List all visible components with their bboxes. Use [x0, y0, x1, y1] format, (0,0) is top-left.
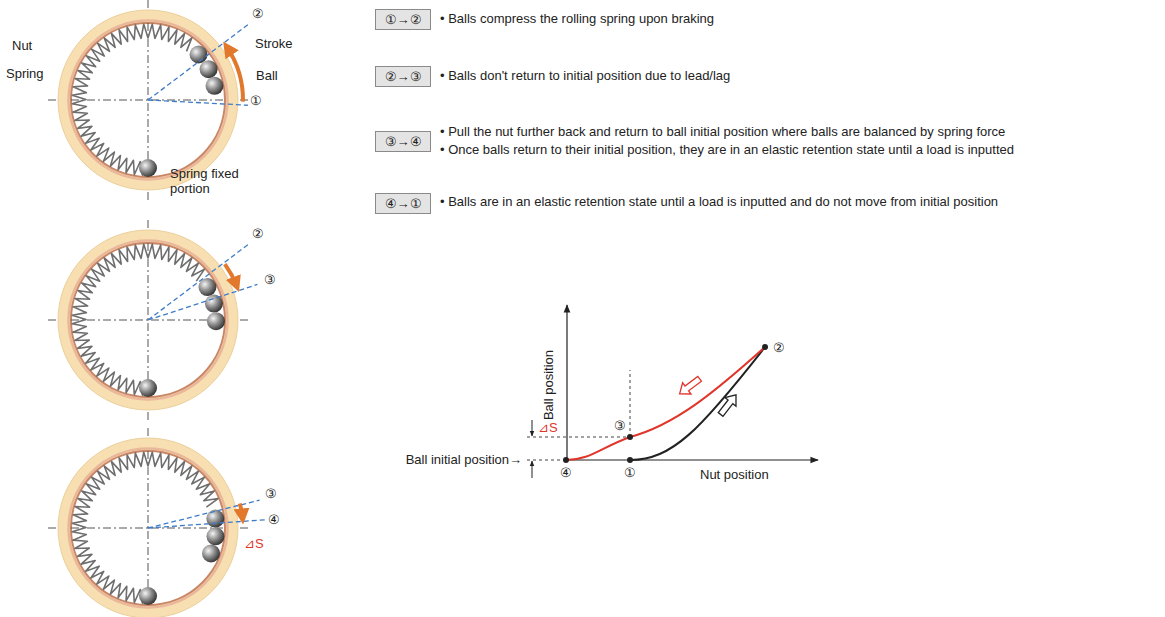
- ball: [200, 60, 218, 78]
- figure-label: ⊿S: [244, 536, 264, 551]
- spring: [72, 24, 192, 176]
- step-label: ③→④: [385, 134, 422, 149]
- figure-label: ②: [252, 6, 264, 21]
- step-label: ④→①: [385, 196, 422, 211]
- point: [627, 434, 633, 440]
- delta-arrow: [532, 420, 533, 436]
- figure-label: ③: [264, 272, 276, 287]
- motion-arrow: [227, 47, 243, 102]
- ball: [205, 295, 223, 313]
- motion-arrow: [225, 264, 237, 286]
- graph: [527, 305, 818, 478]
- figure-label: Spring: [6, 66, 44, 81]
- ball: [190, 45, 208, 63]
- ball: [206, 77, 224, 95]
- guide-line: [527, 437, 630, 438]
- ball: [202, 544, 220, 562]
- direction-arrow: [675, 373, 703, 399]
- graph-label: Ball initial position→: [406, 452, 522, 467]
- figure-label: Spring fixed portion: [170, 166, 260, 196]
- motion-arrow: [240, 503, 243, 518]
- figure-label: Stroke: [255, 36, 293, 51]
- nut-figure: [48, 428, 266, 617]
- figure-label: ③: [265, 486, 277, 501]
- position-ray: [148, 500, 260, 528]
- guide-line: [527, 460, 565, 461]
- ball: [206, 527, 224, 545]
- ball: [207, 312, 225, 330]
- axis: [567, 459, 818, 460]
- position-ray: [148, 520, 266, 528]
- position-ray: [148, 245, 248, 320]
- point: [627, 457, 633, 463]
- delta-arrow: [532, 461, 533, 478]
- guide-line: [630, 370, 631, 437]
- graph-label: ①: [624, 465, 636, 480]
- step-note: • Balls are in an elastic retention stat…: [440, 194, 998, 209]
- graph-label: Ball position: [541, 350, 556, 420]
- return-curve: [566, 347, 765, 460]
- step-label: ①→②: [385, 12, 422, 27]
- graph-label: ⊿S: [538, 420, 558, 435]
- graph-label: Nut position: [700, 467, 769, 482]
- figure-label: ④: [268, 512, 280, 527]
- step-box: ③→④: [375, 131, 431, 152]
- direction-arrow: [715, 390, 741, 418]
- step-note: • Balls don't return to initial position…: [440, 68, 730, 83]
- point: [563, 457, 569, 463]
- position-ray: [148, 284, 257, 320]
- step-box: ②→③: [375, 66, 431, 87]
- step-note: • Pull the nut further back and return t…: [440, 124, 1005, 139]
- figure-label: Nut: [12, 38, 32, 53]
- position-ray: [148, 100, 248, 105]
- step-label: ②→③: [385, 69, 422, 84]
- spring: [72, 452, 218, 604]
- step-note: • Once balls return to their initial pos…: [440, 142, 1014, 157]
- spring-fixed-ball: [139, 587, 157, 605]
- nut-figure: [48, 220, 257, 420]
- spring: [72, 244, 204, 396]
- point: [762, 344, 768, 350]
- axis: [566, 305, 567, 460]
- spring-fixed-ball: [139, 159, 157, 177]
- graph-label: ②: [773, 340, 785, 355]
- position-ray: [148, 25, 248, 100]
- graph-label: ④: [560, 465, 572, 480]
- ball: [206, 510, 224, 528]
- figure-label: ②: [252, 226, 264, 241]
- figure-label: Ball: [256, 68, 278, 83]
- spring-fixed-ball: [139, 379, 157, 397]
- step-box: ④→①: [375, 193, 431, 214]
- graph-label: ③: [614, 418, 626, 433]
- figure-label: ①: [250, 93, 262, 108]
- step-box: ①→②: [375, 9, 431, 30]
- step-note: • Balls compress the rolling spring upon…: [440, 11, 714, 26]
